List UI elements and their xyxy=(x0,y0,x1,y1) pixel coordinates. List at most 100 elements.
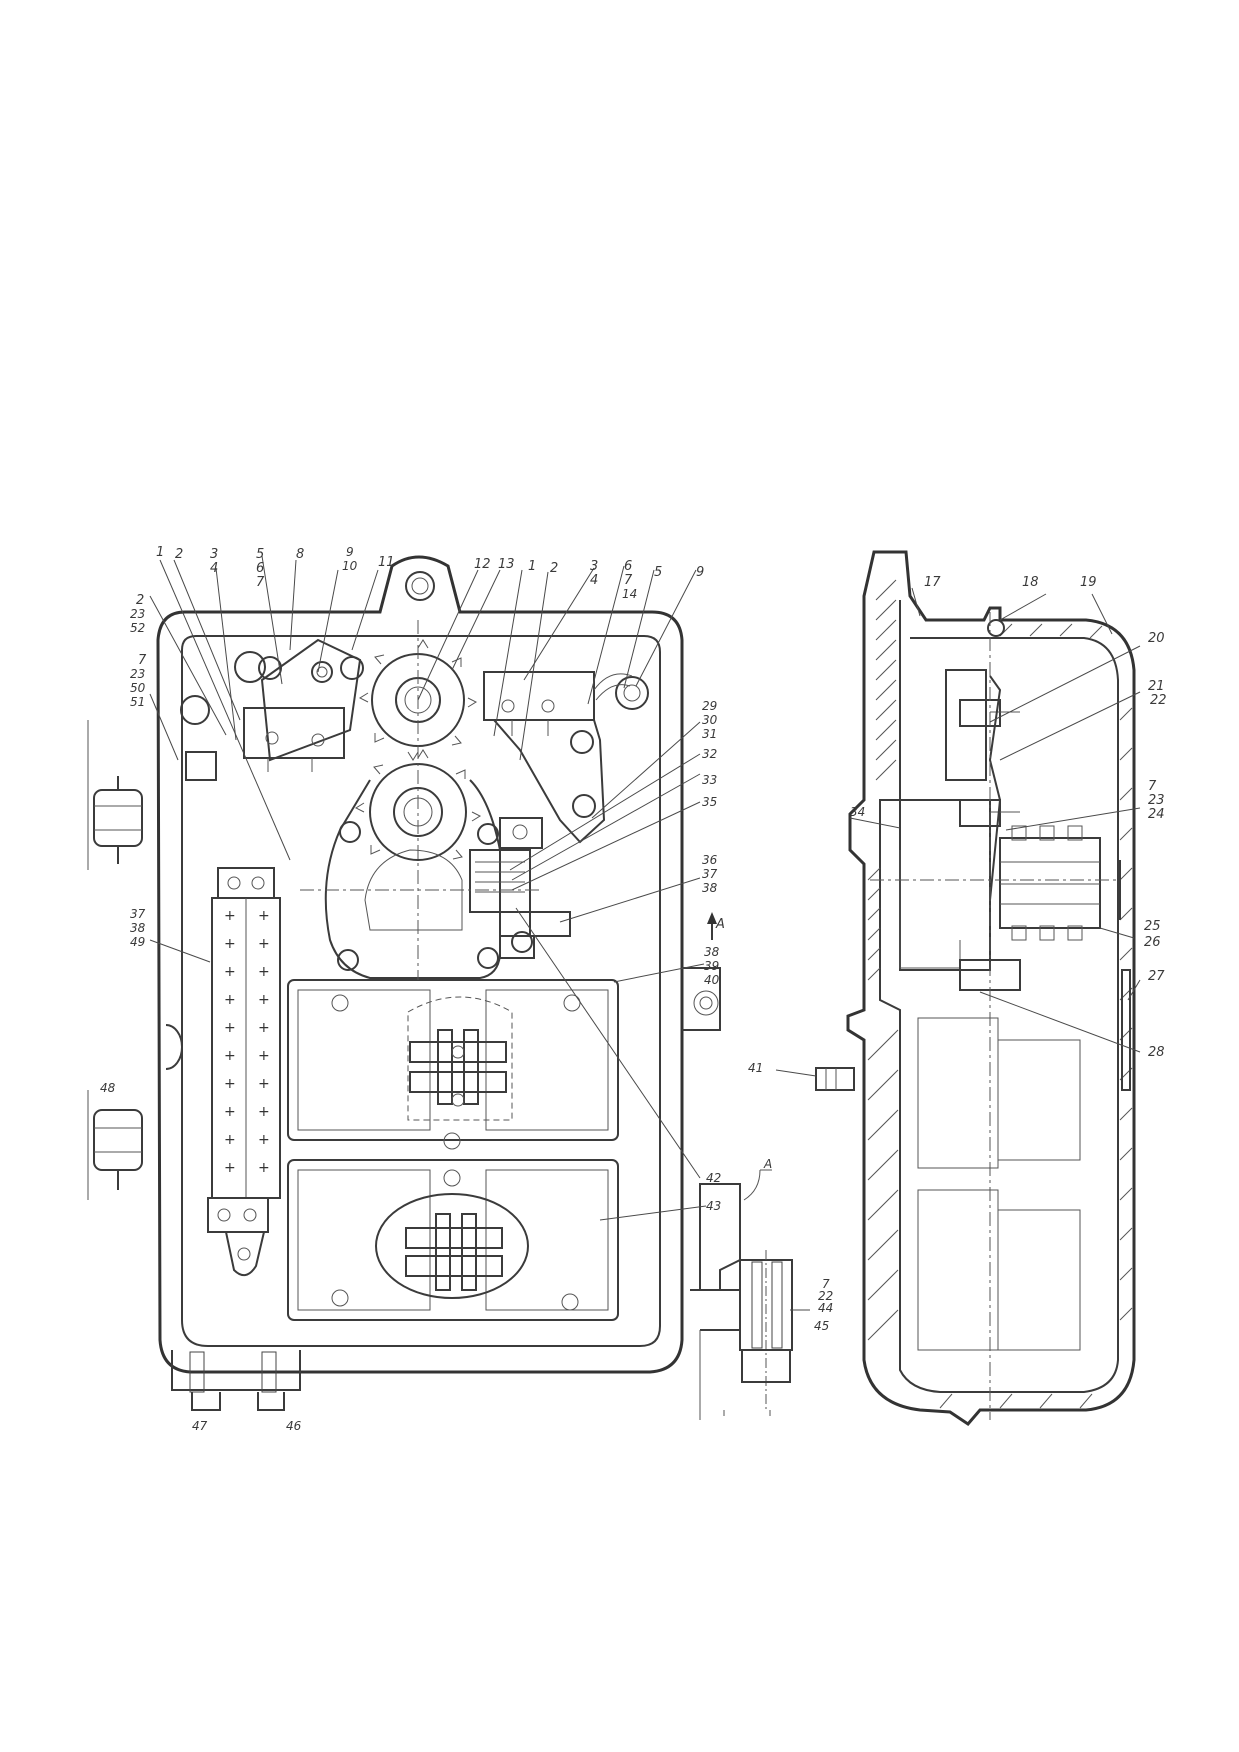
callout-label: 23 xyxy=(130,667,145,681)
relay-lower xyxy=(287,1159,619,1321)
callout-label: 51 xyxy=(130,695,145,709)
callout-label: 44 xyxy=(818,1301,833,1315)
callout-labels: 1 2 3 4 5 6 7 8 9 10 11 12 13 1 2 3 4 6 … xyxy=(100,545,1167,1433)
callout-label: 49 xyxy=(130,935,145,949)
terminal-mark: + xyxy=(258,1132,270,1148)
callout-label: 21 xyxy=(1148,679,1165,694)
callout-label: 5 xyxy=(256,547,264,562)
leader-lines xyxy=(149,555,1141,1311)
callout-label: 23 xyxy=(130,607,145,621)
callout-label: 35 xyxy=(702,795,717,809)
hole-left-top xyxy=(180,695,210,725)
callout-label: 19 xyxy=(1080,575,1097,590)
callout-label: 29 xyxy=(702,699,717,713)
enclosure-outline xyxy=(156,555,684,1374)
callout-label: 2 xyxy=(136,593,144,608)
callout-label: 6 xyxy=(256,561,264,576)
callout-label: 46 xyxy=(286,1419,302,1433)
terminal-mark: + xyxy=(224,1048,236,1064)
callout-label: 14 xyxy=(622,587,637,601)
callout-label: 43 xyxy=(706,1199,721,1213)
callout-label: 37 xyxy=(130,907,146,921)
callout-label: A xyxy=(763,1157,772,1171)
callout-label: 24 xyxy=(1148,807,1165,822)
right-ear-plate xyxy=(682,967,721,1031)
callout-label: 30 xyxy=(702,713,718,727)
side-notch xyxy=(165,1024,183,1070)
terminal-mark: + xyxy=(258,1104,270,1120)
callout-label: 11 xyxy=(378,555,395,570)
callout-label: 17 xyxy=(924,575,941,590)
callout-label: 34 xyxy=(850,805,865,819)
gasket xyxy=(987,619,1005,637)
terminal-mark: + xyxy=(258,1048,270,1064)
lug-hole-inner xyxy=(411,577,429,595)
section-arrow-a xyxy=(707,912,717,940)
callout-label: 38 xyxy=(702,881,718,895)
clamp-block xyxy=(469,817,571,959)
terminal-mark: + xyxy=(224,1132,236,1148)
terminal-mark: + xyxy=(258,908,270,924)
callout-label: 2 xyxy=(175,547,183,562)
callout-label: 3 xyxy=(590,559,598,574)
bottom-glands xyxy=(171,1350,301,1411)
limit-switch-left xyxy=(234,638,364,772)
front-view: ++++++++++++++++++++ xyxy=(87,555,721,1411)
callout-label: 41 xyxy=(748,1061,763,1075)
callout-label: 10 xyxy=(342,559,358,573)
terminal-mark: + xyxy=(224,1160,236,1176)
callout-label: 39 xyxy=(704,959,719,973)
terminal-mark: + xyxy=(258,1076,270,1092)
terminal-mark: + xyxy=(224,992,236,1008)
callout-label: 18 xyxy=(1022,575,1039,590)
terminal-mark: + xyxy=(258,1020,270,1036)
section-contact-block xyxy=(999,825,1121,941)
callout-label: 1 xyxy=(528,559,536,574)
callout-label: 2 xyxy=(550,561,558,576)
left-hinge-top xyxy=(87,720,143,870)
callout-label: 20 xyxy=(1148,631,1165,646)
callout-label: 9 xyxy=(696,565,704,580)
callout-label: A xyxy=(715,917,725,932)
section-relay-blocks xyxy=(870,612,1120,1420)
callout-label: 27 xyxy=(1148,969,1165,984)
enclosure-inner xyxy=(181,635,661,1347)
callout-label: 6 xyxy=(624,559,632,574)
terminal-mark: + xyxy=(258,992,270,1008)
callout-label: 7 xyxy=(624,573,633,588)
terminal-strip: ++++++++++++++++++++ xyxy=(207,867,281,1277)
callout-label: 32 xyxy=(702,747,717,761)
terminal-mark: + xyxy=(224,1020,236,1036)
terminal-mark: + xyxy=(224,908,236,924)
callout-label: 47 xyxy=(192,1419,208,1433)
terminal-mark: + xyxy=(224,1076,236,1092)
terminal-mark: + xyxy=(258,964,270,980)
callout-label: 4 xyxy=(590,573,598,588)
callout-label: 25 xyxy=(1144,919,1161,934)
callout-label: 38 xyxy=(704,945,720,959)
callout-label: 42 xyxy=(706,1171,721,1185)
square-block xyxy=(185,751,217,781)
callout-label: 4 xyxy=(210,561,218,576)
callout-label: 13 xyxy=(498,557,515,572)
detail-view-a xyxy=(690,1169,793,1420)
shaft-stub xyxy=(815,1067,855,1091)
callout-label: 9 xyxy=(346,545,354,559)
callout-label: 48 xyxy=(100,1081,116,1095)
relay-upper xyxy=(287,979,619,1150)
callout-label: 28 xyxy=(1148,1045,1165,1060)
callout-label: 7 xyxy=(1148,779,1157,794)
terminal-mark: + xyxy=(224,936,236,952)
terminal-mark: + xyxy=(224,964,236,980)
cover-strip xyxy=(1121,969,1131,1091)
cam-carrier-plate xyxy=(324,779,533,979)
callout-label: 7 xyxy=(822,1277,830,1291)
terminal-mark: + xyxy=(224,1104,236,1120)
callout-label: 5 xyxy=(654,565,662,580)
callout-label: 33 xyxy=(702,773,717,787)
callout-label: 3 xyxy=(210,547,218,562)
callout-label: 12 xyxy=(474,557,491,572)
callout-label: 40 xyxy=(704,973,720,987)
callout-label: 8 xyxy=(296,547,304,562)
mounting-lug-hole xyxy=(405,571,435,601)
